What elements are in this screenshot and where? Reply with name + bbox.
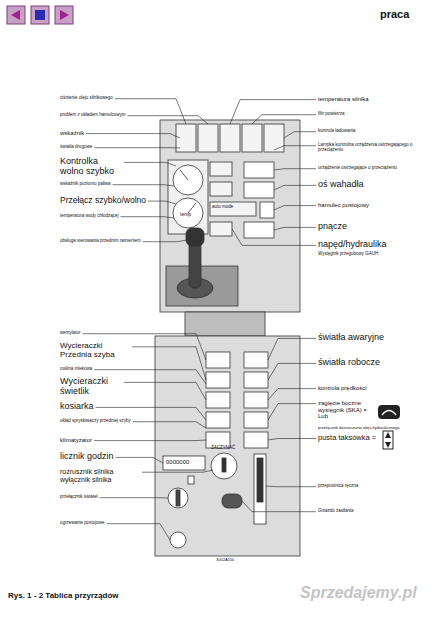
callout-label: rozrusznik silnika wyłącznik silnika [60,468,140,483]
callout-label: Przełącz szybko/wolno [60,196,146,205]
leader-line [121,217,174,218]
callout-label: ciśnienie oleju silnikowego [60,96,113,101]
callout-label: kontrola prędkości [318,385,367,392]
panel-text: 3002A550 [216,558,234,562]
callout-label: zagięcie boczne wysięgnik (SKA) = Lub [318,400,376,420]
page-title: praca [380,8,409,20]
callout-label: temperatura wody chłodzącej [60,214,119,219]
panel-text: temp [180,212,191,218]
leader-line [274,146,316,150]
leader-line [143,240,187,242]
callout-label: wskaźnik [60,130,84,137]
panel-text: 0000000 [166,459,189,466]
leader-line [274,185,316,190]
panel-text: ZACZYNAĆ [211,446,235,451]
panel-text: przełącznik dostarczania oleju hydraulic… [318,426,399,430]
callout-label: problem z układem hamulcowym [60,113,126,118]
leader-line [94,370,206,384]
callout-label: klimatyzator [60,437,92,444]
leader-line [274,206,316,210]
callout-label: Wycieraczki Przednia szyba [60,342,130,360]
leader-line [268,404,316,420]
callout-label: światła drogowe [60,145,92,150]
callout-label: hamulec postojowy [318,202,369,209]
leader-line [107,524,170,540]
leader-line [268,439,316,441]
callout-label: układ spryskiwaczy przedniej szyby [60,419,131,424]
leader-line [86,134,180,138]
callout-label: urządzenie ostrzegające o przeciążeniu [318,166,397,171]
leader-line [268,389,316,400]
callout-label: Gniazdo zasilania [318,509,354,514]
callout-label: kosiarka [60,402,94,412]
leader-line [133,422,206,428]
callout-label: filtr powietrza [318,112,345,117]
callout-label: wentylator [60,331,81,336]
callout-label: licznik godzin [60,452,114,462]
leader-line [148,201,176,204]
callout-label: przełącznik świateł [60,495,98,500]
callout-label: pnącze [318,222,347,232]
leader-line [115,99,186,124]
leader-line [252,115,316,124]
console-neck [185,312,265,336]
leader-line [100,497,168,498]
leader-line [274,169,316,170]
panel-text: Sprzedajemy.pl [300,584,417,602]
leader-line [230,100,316,124]
callout-label: wskaźnik poziomu paliwa [60,182,111,187]
callout-label: pusta taksówka = [318,434,376,442]
callout-label: obsługa sterowania przednim ramieniem [60,239,141,244]
callout-label: kontrola ładowania [318,129,356,134]
callout-label: napęd/hydraulika [318,240,387,250]
leader-line [124,162,176,166]
panel-text: Wysięgnik przegubowy GAUH [318,252,378,257]
callout-label: przepustnica ręczna [318,484,358,489]
leader-line [132,347,206,380]
leader-line [242,501,316,512]
callout-label: światła robocze [318,358,380,368]
leader-line [128,116,208,124]
leader-line [274,227,316,230]
panel-text: auto mode [212,205,233,210]
leader-line [232,229,316,245]
leader-line [268,363,316,380]
callout-label: oś wahadła [318,180,364,190]
callout-label: ogrzewanie postojowe [60,521,105,526]
callout-label: Kontrolka wolno szybko [60,157,122,177]
leader-line [94,147,180,148]
callout-label: Wycieraczki świetlik [60,377,122,397]
leader-line [266,486,316,488]
leader-line [94,440,206,442]
leader-line [116,457,163,463]
callout-label: temperatura silnika [318,96,369,103]
callout-label: roślina mlekowa [60,367,92,372]
callout-label: Lampka kontrolna urządzenia ostrzegające… [318,143,418,153]
leader-line [268,338,316,360]
leader-line [124,382,206,400]
figure-caption: Rys. 1 - 2 Tablica przyrządów [8,592,119,601]
nav-buttons [7,6,73,24]
leader-line [142,470,213,472]
upper-panel [160,120,300,312]
callout-label: światła awaryjne [318,333,384,343]
leader-line [113,185,174,186]
leader-line [284,132,316,138]
lower-panel [155,336,300,556]
